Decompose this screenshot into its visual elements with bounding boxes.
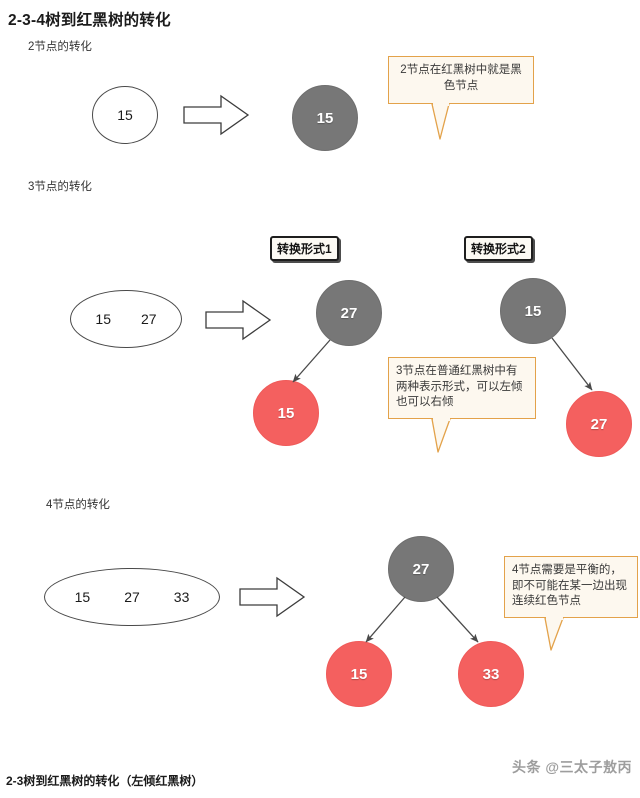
rb-node-label: 27	[340, 304, 358, 322]
page-title: 2-3-4树到红黑树的转化	[8, 12, 171, 29]
tree-node-2node-source: 15	[92, 86, 158, 144]
node-value: 15	[95, 311, 111, 327]
callout-tail-2	[431, 418, 451, 453]
block-arrow-1	[183, 94, 250, 136]
node-value: 27	[141, 311, 157, 327]
edge-27-15-form1	[292, 339, 331, 383]
watermark: 头条 @三太子敖丙	[511, 759, 632, 775]
node-value: 33	[173, 589, 190, 605]
rb-node-black-27-4node: 27	[388, 536, 454, 602]
block-arrow-3	[239, 576, 306, 618]
callout-text: 4节点需要是平衡的，即不可能在某一边出现连续红色节点	[512, 564, 627, 608]
section-label-4node: 4节点的转化	[46, 499, 110, 511]
form-label-1: 转换形式1	[270, 236, 339, 261]
callout-tail-1	[431, 103, 450, 140]
rb-node-label: 15	[316, 109, 334, 127]
form-label-text: 转换形式1	[277, 242, 332, 256]
node-value: 27	[124, 589, 140, 605]
rb-node-label: 27	[590, 415, 608, 433]
callout-tail-3	[544, 617, 564, 651]
rb-node-black-15: 15	[292, 85, 358, 151]
node-value: 15	[74, 589, 91, 605]
node-value: 15	[117, 107, 133, 123]
rb-node-label: 15	[277, 404, 295, 422]
rb-node-red-33-4node: 33	[458, 641, 524, 707]
callout-3node: 3节点在普通红黑树中有两种表示形式，可以左倾也可以右倾	[388, 357, 536, 419]
rb-node-red-27-form2: 27	[566, 391, 632, 457]
bottom-title: 2-3树到红黑树的转化（左倾红黑树）	[6, 774, 204, 788]
callout-2node: 2节点在红黑树中就是黑色节点	[388, 56, 534, 104]
form-label-2: 转换形式2	[464, 236, 533, 261]
rb-node-label: 33	[482, 665, 500, 683]
form-label-text: 转换形式2	[471, 242, 526, 256]
rb-node-black-27-form1: 27	[316, 280, 382, 346]
callout-4node: 4节点需要是平衡的，即不可能在某一边出现连续红色节点	[504, 556, 638, 618]
edge-27-33-4node	[436, 596, 479, 643]
callout-text: 3节点在普通红黑树中有两种表示形式，可以左倾也可以右倾	[396, 365, 523, 409]
section-label-3node: 3节点的转化	[28, 181, 92, 193]
rb-node-black-15-form2: 15	[500, 278, 566, 344]
rb-node-red-15-form1: 15	[253, 380, 319, 446]
tree-node-3node-source: 15 27	[70, 290, 182, 348]
rb-node-label: 15	[524, 302, 542, 320]
tree-node-4node-source: 15 27 33	[44, 568, 220, 626]
rb-node-label: 27	[412, 560, 430, 578]
edge-27-15-4node	[365, 596, 406, 643]
section-label-2node: 2节点的转化	[28, 41, 92, 53]
rb-node-label: 15	[350, 665, 368, 683]
rb-node-red-15-4node: 15	[326, 641, 392, 707]
callout-text: 2节点在红黑树中就是黑色节点	[400, 64, 522, 92]
block-arrow-2	[205, 299, 272, 341]
edge-15-27-form2	[551, 337, 593, 391]
